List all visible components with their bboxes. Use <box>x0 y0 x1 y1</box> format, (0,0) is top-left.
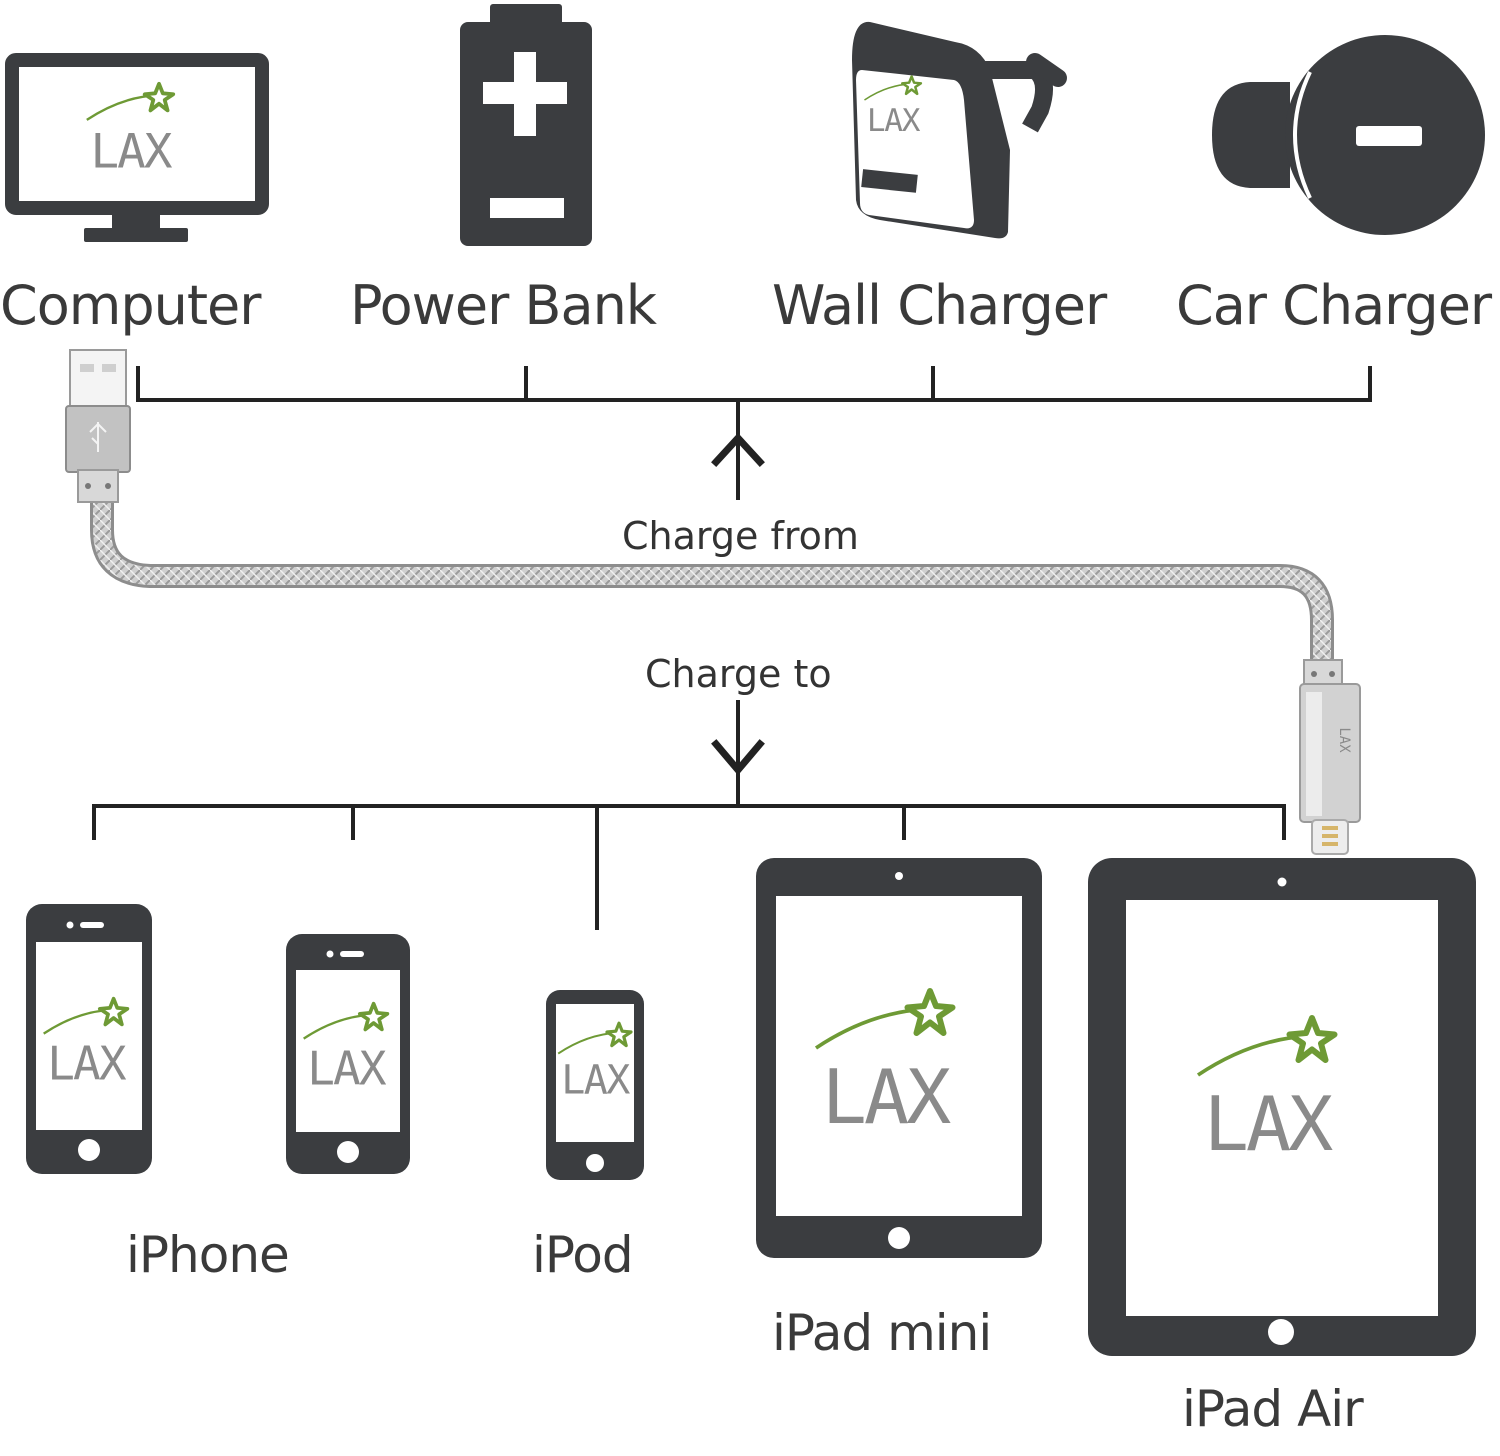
device-bracket <box>92 700 1286 930</box>
ipod-icon <box>546 990 644 1180</box>
label-ipod: iPod <box>532 1226 634 1284</box>
label-power-bank: Power Bank <box>350 274 657 337</box>
label-wall-charger: Wall Charger <box>772 274 1107 337</box>
label-charge-to: Charge to <box>645 652 832 696</box>
wall-charger-icon <box>852 21 1067 239</box>
source-bracket <box>136 366 1372 500</box>
iphone-small-icon <box>286 934 410 1174</box>
computer-icon <box>5 53 269 242</box>
label-computer: Computer <box>0 274 261 337</box>
label-car-charger: Car Charger <box>1176 274 1492 337</box>
label-ipad-mini: iPad mini <box>772 1304 992 1362</box>
power-bank-icon <box>460 4 592 246</box>
svg-text:LAX: LAX <box>1336 727 1352 753</box>
label-iphone: iPhone <box>126 1226 290 1284</box>
iphone-icon <box>26 904 152 1174</box>
car-charger-icon <box>1212 35 1485 235</box>
ipad-mini-icon <box>756 858 1042 1258</box>
usb-a-plug <box>65 349 131 503</box>
label-charge-from: Charge from <box>622 514 859 558</box>
lightning-plug: LAX <box>1299 659 1361 855</box>
arrow-up-icon <box>711 432 765 467</box>
usb-cable: LAX <box>65 349 1361 855</box>
label-ipad-air: iPad Air <box>1182 1380 1364 1438</box>
ipad-air-icon <box>1088 858 1476 1356</box>
